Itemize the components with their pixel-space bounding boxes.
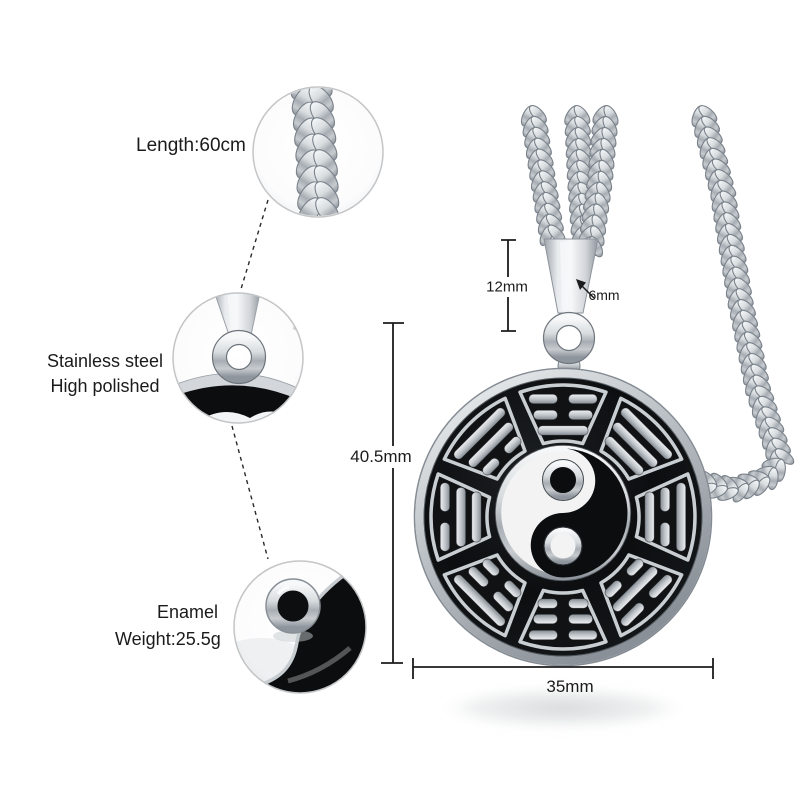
label-enamel: Enamel bbox=[157, 602, 219, 622]
dimension-pendant-width: 35mm bbox=[546, 677, 594, 696]
dimension-pendant-height: 40.5mm bbox=[350, 447, 412, 466]
trigram-petal bbox=[518, 588, 608, 651]
dimension-bail-opening: 6mm bbox=[588, 287, 620, 303]
trigram-petal bbox=[429, 472, 492, 562]
trigram-petal bbox=[442, 396, 527, 481]
callout-enamel-detail bbox=[233, 560, 367, 694]
label-material: Stainless steel High polished bbox=[20, 349, 190, 399]
trigram-petal bbox=[634, 472, 697, 562]
bagua-trigram-ring bbox=[429, 383, 697, 651]
label-chain-length: Length:60cm bbox=[136, 135, 246, 156]
dimension-bail-height: 12mm bbox=[486, 278, 528, 296]
trigram-petal bbox=[518, 383, 608, 446]
dimension-lines bbox=[381, 239, 714, 679]
label-material-line2: High polished bbox=[50, 376, 160, 396]
pendant-reflection bbox=[433, 686, 693, 730]
callout-bail-detail bbox=[172, 292, 304, 424]
yin-dot bbox=[544, 527, 582, 565]
dimension-bail-height-line bbox=[501, 239, 516, 332]
dimension-pendant-width-line bbox=[412, 658, 714, 679]
label-material-line1: Stainless steel bbox=[46, 351, 164, 371]
yang-dot bbox=[543, 460, 583, 500]
dimension-pendant-height-line bbox=[381, 322, 404, 664]
trigram-petal bbox=[599, 553, 684, 638]
pendant-bail bbox=[542, 238, 599, 377]
label-weight: Weight:25.5g bbox=[115, 629, 221, 649]
callout-connectors bbox=[231, 199, 269, 560]
trigram-petal bbox=[442, 553, 527, 638]
pendant bbox=[413, 367, 713, 667]
trigram-petal bbox=[599, 396, 684, 481]
chain-macro-links bbox=[290, 88, 340, 216]
yin-yang-symbol bbox=[494, 444, 632, 582]
callout-chain-detail bbox=[252, 86, 384, 218]
dimension-arrow-6mm bbox=[576, 279, 595, 299]
